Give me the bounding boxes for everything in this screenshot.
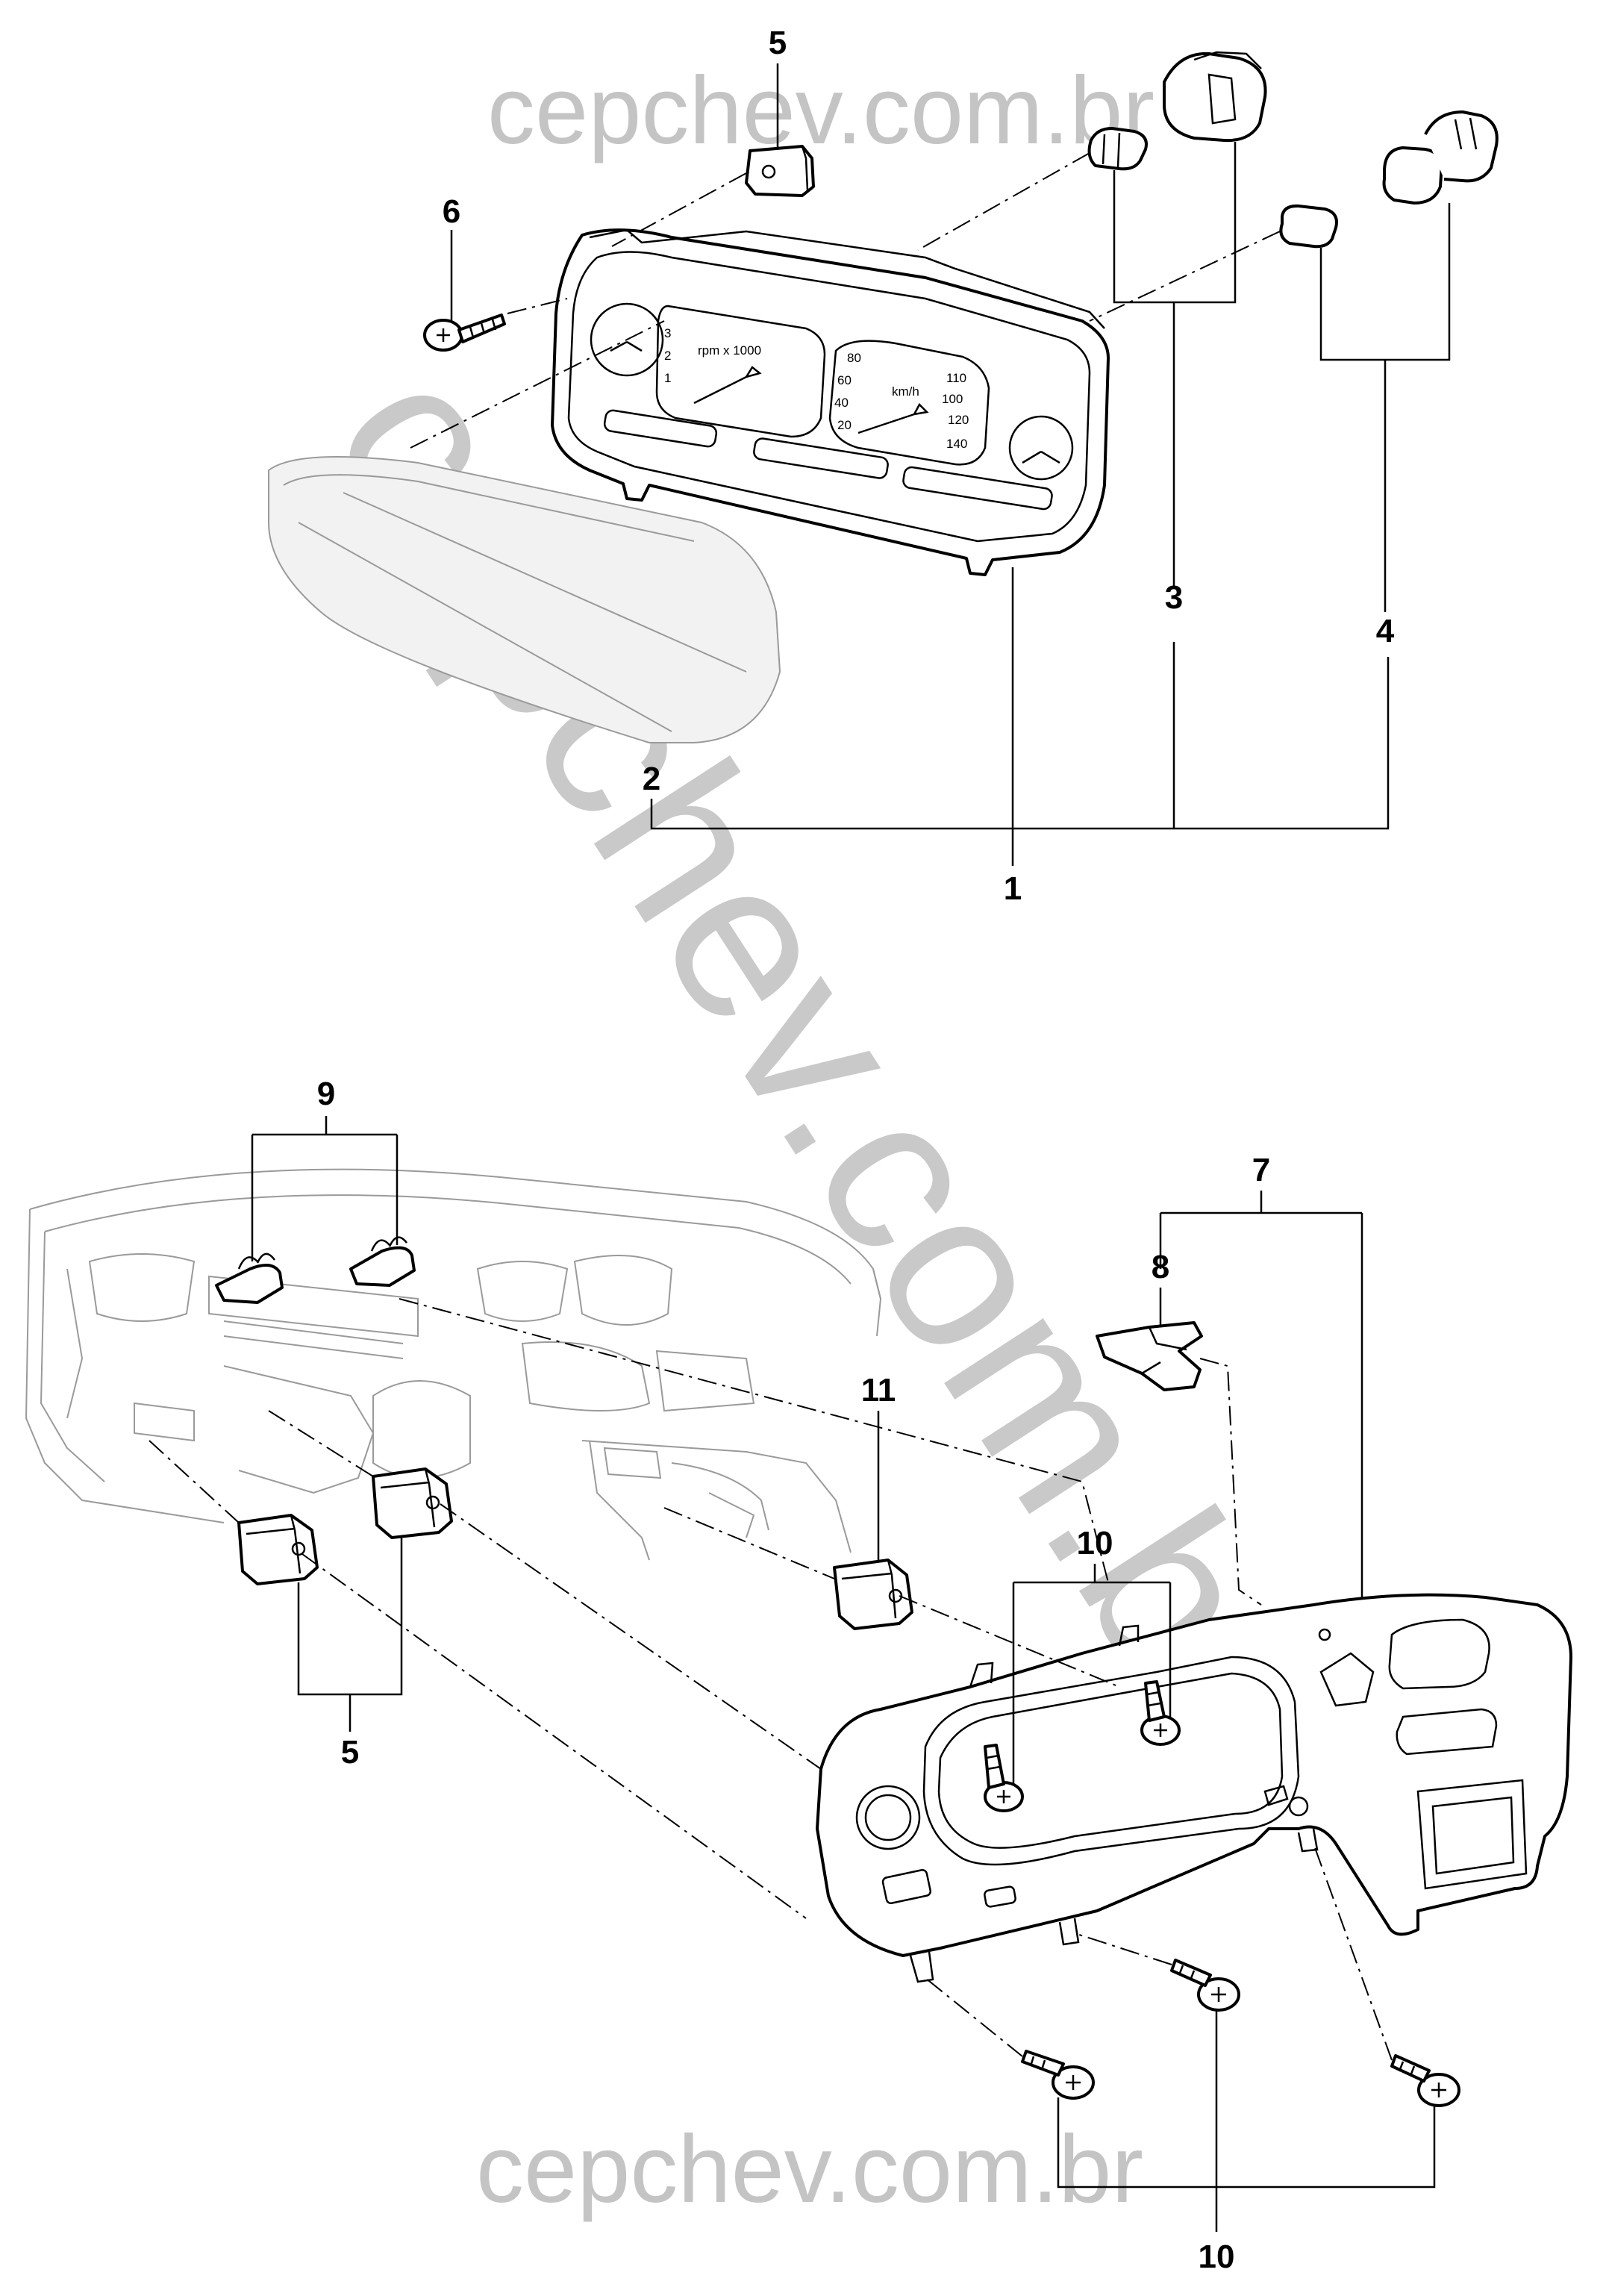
- speed-unit: km/h: [892, 384, 919, 399]
- callout-9: 9: [317, 1076, 335, 1112]
- assembly-line-screw-bm: [1074, 1932, 1172, 1965]
- retaining-clip-bottom-left: [237, 1514, 319, 1585]
- retaining-clip-bottom-right: [372, 1467, 453, 1539]
- callout-5-bottom: 5: [341, 1734, 359, 1771]
- speed-label-20: 20: [837, 418, 852, 432]
- callout-6: 6: [443, 193, 460, 230]
- bulb-socket: [1087, 51, 1267, 171]
- speed-label-60: 60: [837, 373, 852, 387]
- leader-7: [1159, 1191, 1363, 1597]
- screw-10-bottom-left: [1021, 2050, 1095, 2100]
- spring-clip-right: [349, 1236, 416, 1287]
- assembly-line-screw-bl: [925, 1977, 1023, 2057]
- assembly-line-clip5-right: [440, 1503, 822, 1770]
- screw-10-bottom-right: [1390, 2054, 1460, 2107]
- bulb-socket-4: [1382, 110, 1499, 205]
- bracket-clip-8: [1096, 1321, 1203, 1391]
- assembly-line-lens: [410, 320, 665, 449]
- spring-clip-left: [215, 1252, 284, 1304]
- speed-label-120: 120: [948, 413, 969, 427]
- callout-8: 8: [1152, 1249, 1169, 1285]
- screw-6: [423, 313, 506, 352]
- screw-10-bottom-middle: [1170, 1959, 1240, 2012]
- screw-10-top-left: [984, 1744, 1024, 1812]
- speed-label-80: 80: [847, 351, 861, 365]
- tach-label-2: 2: [664, 349, 671, 363]
- speed-label-110: 110: [946, 371, 966, 385]
- assembly-line-clip8: [1199, 1358, 1262, 1606]
- callout-7: 7: [1252, 1152, 1270, 1188]
- assembly-line-clip11: [899, 1595, 1120, 1688]
- callout-2: 2: [643, 761, 660, 797]
- leader-5-bottom: [297, 1536, 403, 1732]
- leader-3: [1113, 142, 1237, 586]
- trim-bezel: [816, 1593, 1572, 1983]
- speed-label-40: 40: [834, 396, 849, 410]
- assembly-line-clip5-left: [301, 1553, 807, 1919]
- console-ghost: [581, 1440, 852, 1561]
- leader-10-bottom: [1057, 2011, 1436, 2232]
- assembly-line-console: [663, 1507, 835, 1579]
- screw-10-top-right: [1140, 1680, 1181, 1746]
- callout-5-top: 5: [769, 25, 787, 61]
- assembly-line-screw: [507, 298, 568, 314]
- tach-unit: rpm x 1000: [698, 343, 761, 358]
- callout-10-bottom: 10: [1199, 2239, 1235, 2275]
- dashboard-ghost: [25, 1168, 882, 1523]
- assembly-line-bulb: [1089, 231, 1281, 322]
- callout-1: 1: [1004, 870, 1022, 907]
- cluster-lens: [268, 456, 781, 743]
- assembly-line-socket: [917, 152, 1090, 251]
- callout-3: 3: [1165, 579, 1183, 616]
- retaining-clip-11: [833, 1559, 913, 1630]
- callout-4: 4: [1376, 613, 1395, 649]
- tach-label-1: 1: [664, 371, 671, 385]
- watermark-bottom: cepchev.com.br: [476, 2116, 1143, 2223]
- tach-label-3: 3: [664, 326, 671, 340]
- leader-10-top: [1012, 1564, 1172, 1784]
- assembly-line-screw-br: [1313, 1843, 1393, 2061]
- speed-label-140: 140: [946, 437, 967, 451]
- assembly-line-clip: [611, 172, 747, 247]
- assembly-line-dash-left: [149, 1440, 240, 1523]
- leader-bottom-frame: [650, 567, 1390, 866]
- retaining-clip-top: [745, 145, 815, 197]
- instrument-cluster: 3 2 1 rpm x 1000 80 60 40 20 110 100 120…: [551, 228, 1110, 576]
- watermark-top: cepchev.com.br: [487, 57, 1154, 164]
- assembly-line-dash-right: [268, 1410, 374, 1477]
- callout-10-top: 10: [1077, 1525, 1113, 1562]
- speed-label-100: 100: [942, 392, 963, 406]
- bulb-small: [1279, 204, 1338, 249]
- leader-4: [1319, 203, 1451, 612]
- leader-9: [251, 1116, 399, 1261]
- callout-11: 11: [861, 1372, 896, 1409]
